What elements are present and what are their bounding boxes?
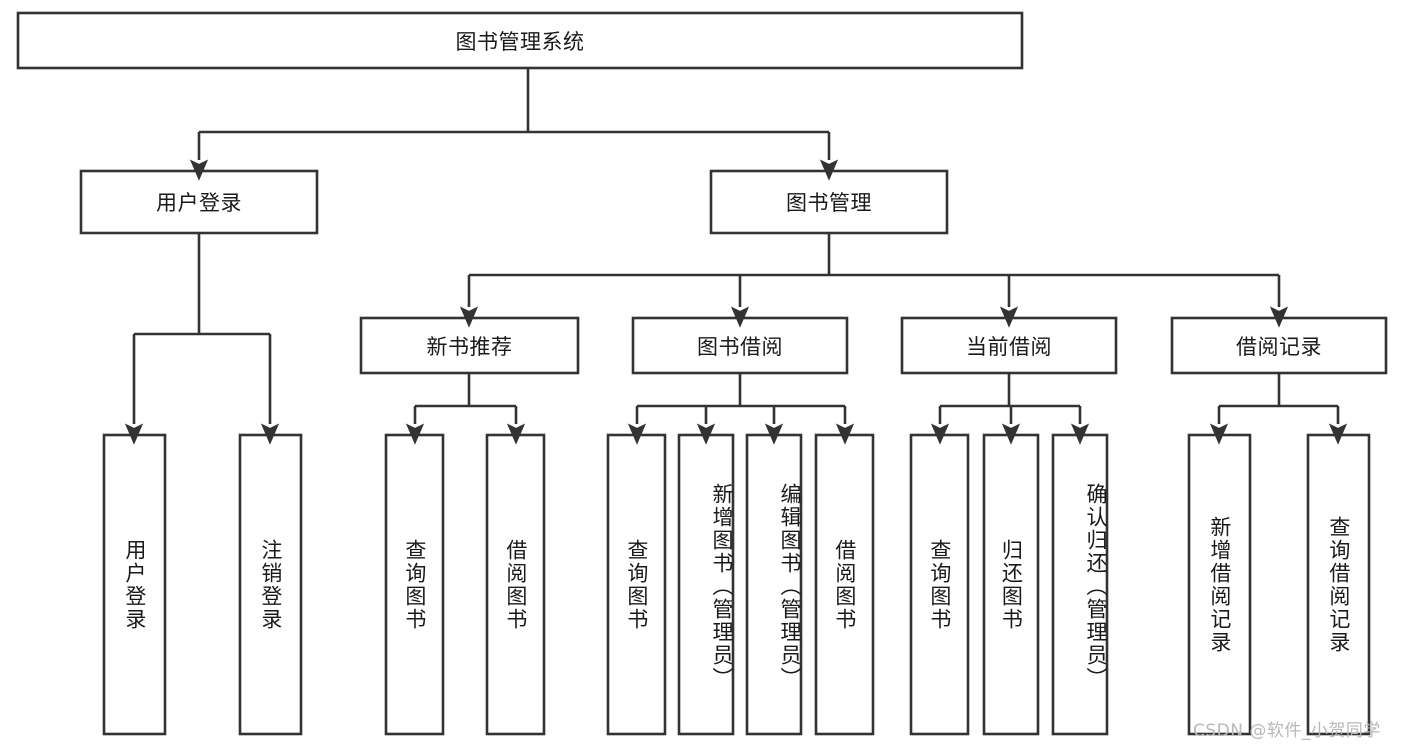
node-box-leaf-edit-book[interactable]: [745, 433, 803, 736]
node-box-leaf-add-book[interactable]: [677, 433, 735, 736]
node-box-leaf-borrow-book-2[interactable]: [814, 433, 875, 736]
node-box-leaf-borrow-book-1[interactable]: [485, 433, 546, 736]
node-box-leaf-user-login[interactable]: [102, 433, 167, 736]
node-box-leaf-add-record[interactable]: [1187, 433, 1252, 736]
node-box-new-book-recommend[interactable]: [359, 316, 580, 375]
node-box-borrow-record[interactable]: [1170, 316, 1388, 375]
node-box-current-borrow[interactable]: [900, 316, 1118, 375]
node-box-leaf-logout[interactable]: [238, 433, 303, 736]
node-box-leaf-query-record[interactable]: [1306, 433, 1371, 736]
node-box-root[interactable]: [16, 11, 1024, 70]
node-box-book-management[interactable]: [709, 169, 949, 235]
node-box-book-borrow[interactable]: [631, 316, 849, 375]
node-box-leaf-query-book-2[interactable]: [606, 433, 667, 736]
watermark-text: CSDN @软件_小贺同学: [1193, 721, 1381, 741]
node-box-leaf-query-book-3[interactable]: [909, 433, 970, 736]
node-box-leaf-query-book-1[interactable]: [384, 433, 445, 736]
node-box-leaf-return-book[interactable]: [982, 433, 1040, 736]
node-box-leaf-confirm-return[interactable]: [1051, 433, 1109, 736]
node-box-user-login[interactable]: [79, 169, 319, 235]
